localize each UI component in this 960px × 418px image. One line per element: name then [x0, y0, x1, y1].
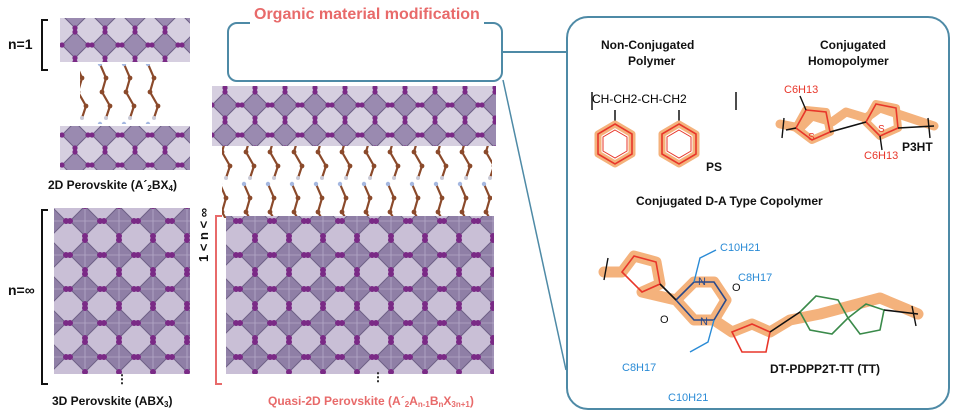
p3ht-alkyl-bottom: C6H13	[864, 150, 899, 162]
dpp-o-atom-bottom: O	[660, 314, 669, 326]
p3ht-label: P3HT	[902, 140, 933, 154]
dpp-n-atom-top: N	[698, 276, 706, 288]
p3ht-structure	[775, 95, 939, 151]
quasi2d-bracket	[215, 215, 222, 385]
alkyl-c10h21-top: C10H21	[720, 242, 761, 254]
quasi2d-organic-layer	[222, 146, 492, 218]
ninf-bracket	[41, 209, 48, 385]
quasi2d-inorganic-block	[226, 216, 494, 374]
p3ht-s-atom-1: S	[808, 132, 815, 143]
ps-label: PS	[706, 160, 723, 174]
conj-title-line1: Conjugated	[820, 38, 886, 52]
conj-title-line2: Homopolymer	[808, 54, 889, 68]
da-label: DT-PDPP2T-TT (TT)	[770, 362, 880, 376]
perovskite-2d-organic-layer	[80, 64, 170, 124]
quasi2d-top-layer	[212, 86, 496, 146]
ninf-label: n=∞	[8, 282, 35, 298]
connector-line-diagonal	[502, 79, 567, 371]
non-conj-title-line2: Polymer	[628, 54, 676, 68]
p3ht-alkyl-top: C6H13	[784, 84, 819, 96]
perovskite-2d-top-slab	[60, 18, 190, 62]
non-conj-title-line1: Non-Conjugated	[601, 38, 695, 52]
n1-bracket	[41, 19, 48, 71]
quasi2d-dots: ⋮	[372, 370, 384, 384]
perovskite-2d-label: 2D Perovskite (A´2BX4)	[48, 178, 177, 193]
n1-label: n=1	[8, 36, 33, 52]
dpp-n-atom-bottom: N	[700, 316, 708, 328]
organic-modification-box	[227, 22, 503, 82]
perovskite-3d-dots: ⋮	[116, 372, 128, 386]
dpp-o-atom-top: O	[732, 282, 741, 294]
ps-chain-text: CH-CH2-CH-CH2	[592, 92, 687, 106]
alkyl-c8h17-bottom: C8H17	[622, 362, 657, 374]
da-title: Conjugated D-A Type Copolymer	[636, 194, 823, 208]
perovskite-3d-label: 3D Perovskite (ABX3)	[52, 394, 173, 409]
polymer-panel	[566, 16, 950, 410]
p3ht-s-atom-2: S	[878, 124, 885, 135]
dpp-structure	[598, 249, 924, 353]
perovskite-2d-bottom-slab	[60, 126, 190, 170]
n-range-label: 1 < n < ∞	[196, 207, 211, 262]
quasi2d-label: Quasi-2D Perovskite (A´2An-1BnX3n+1)	[268, 394, 474, 409]
organic-modification-title: Organic material modification	[250, 6, 484, 24]
alkyl-c10h21-bottom: C10H21	[668, 392, 709, 404]
perovskite-3d-block	[54, 208, 190, 374]
ps-structure	[591, 92, 737, 168]
alkyl-c8h17-top: C8H17	[738, 272, 773, 284]
